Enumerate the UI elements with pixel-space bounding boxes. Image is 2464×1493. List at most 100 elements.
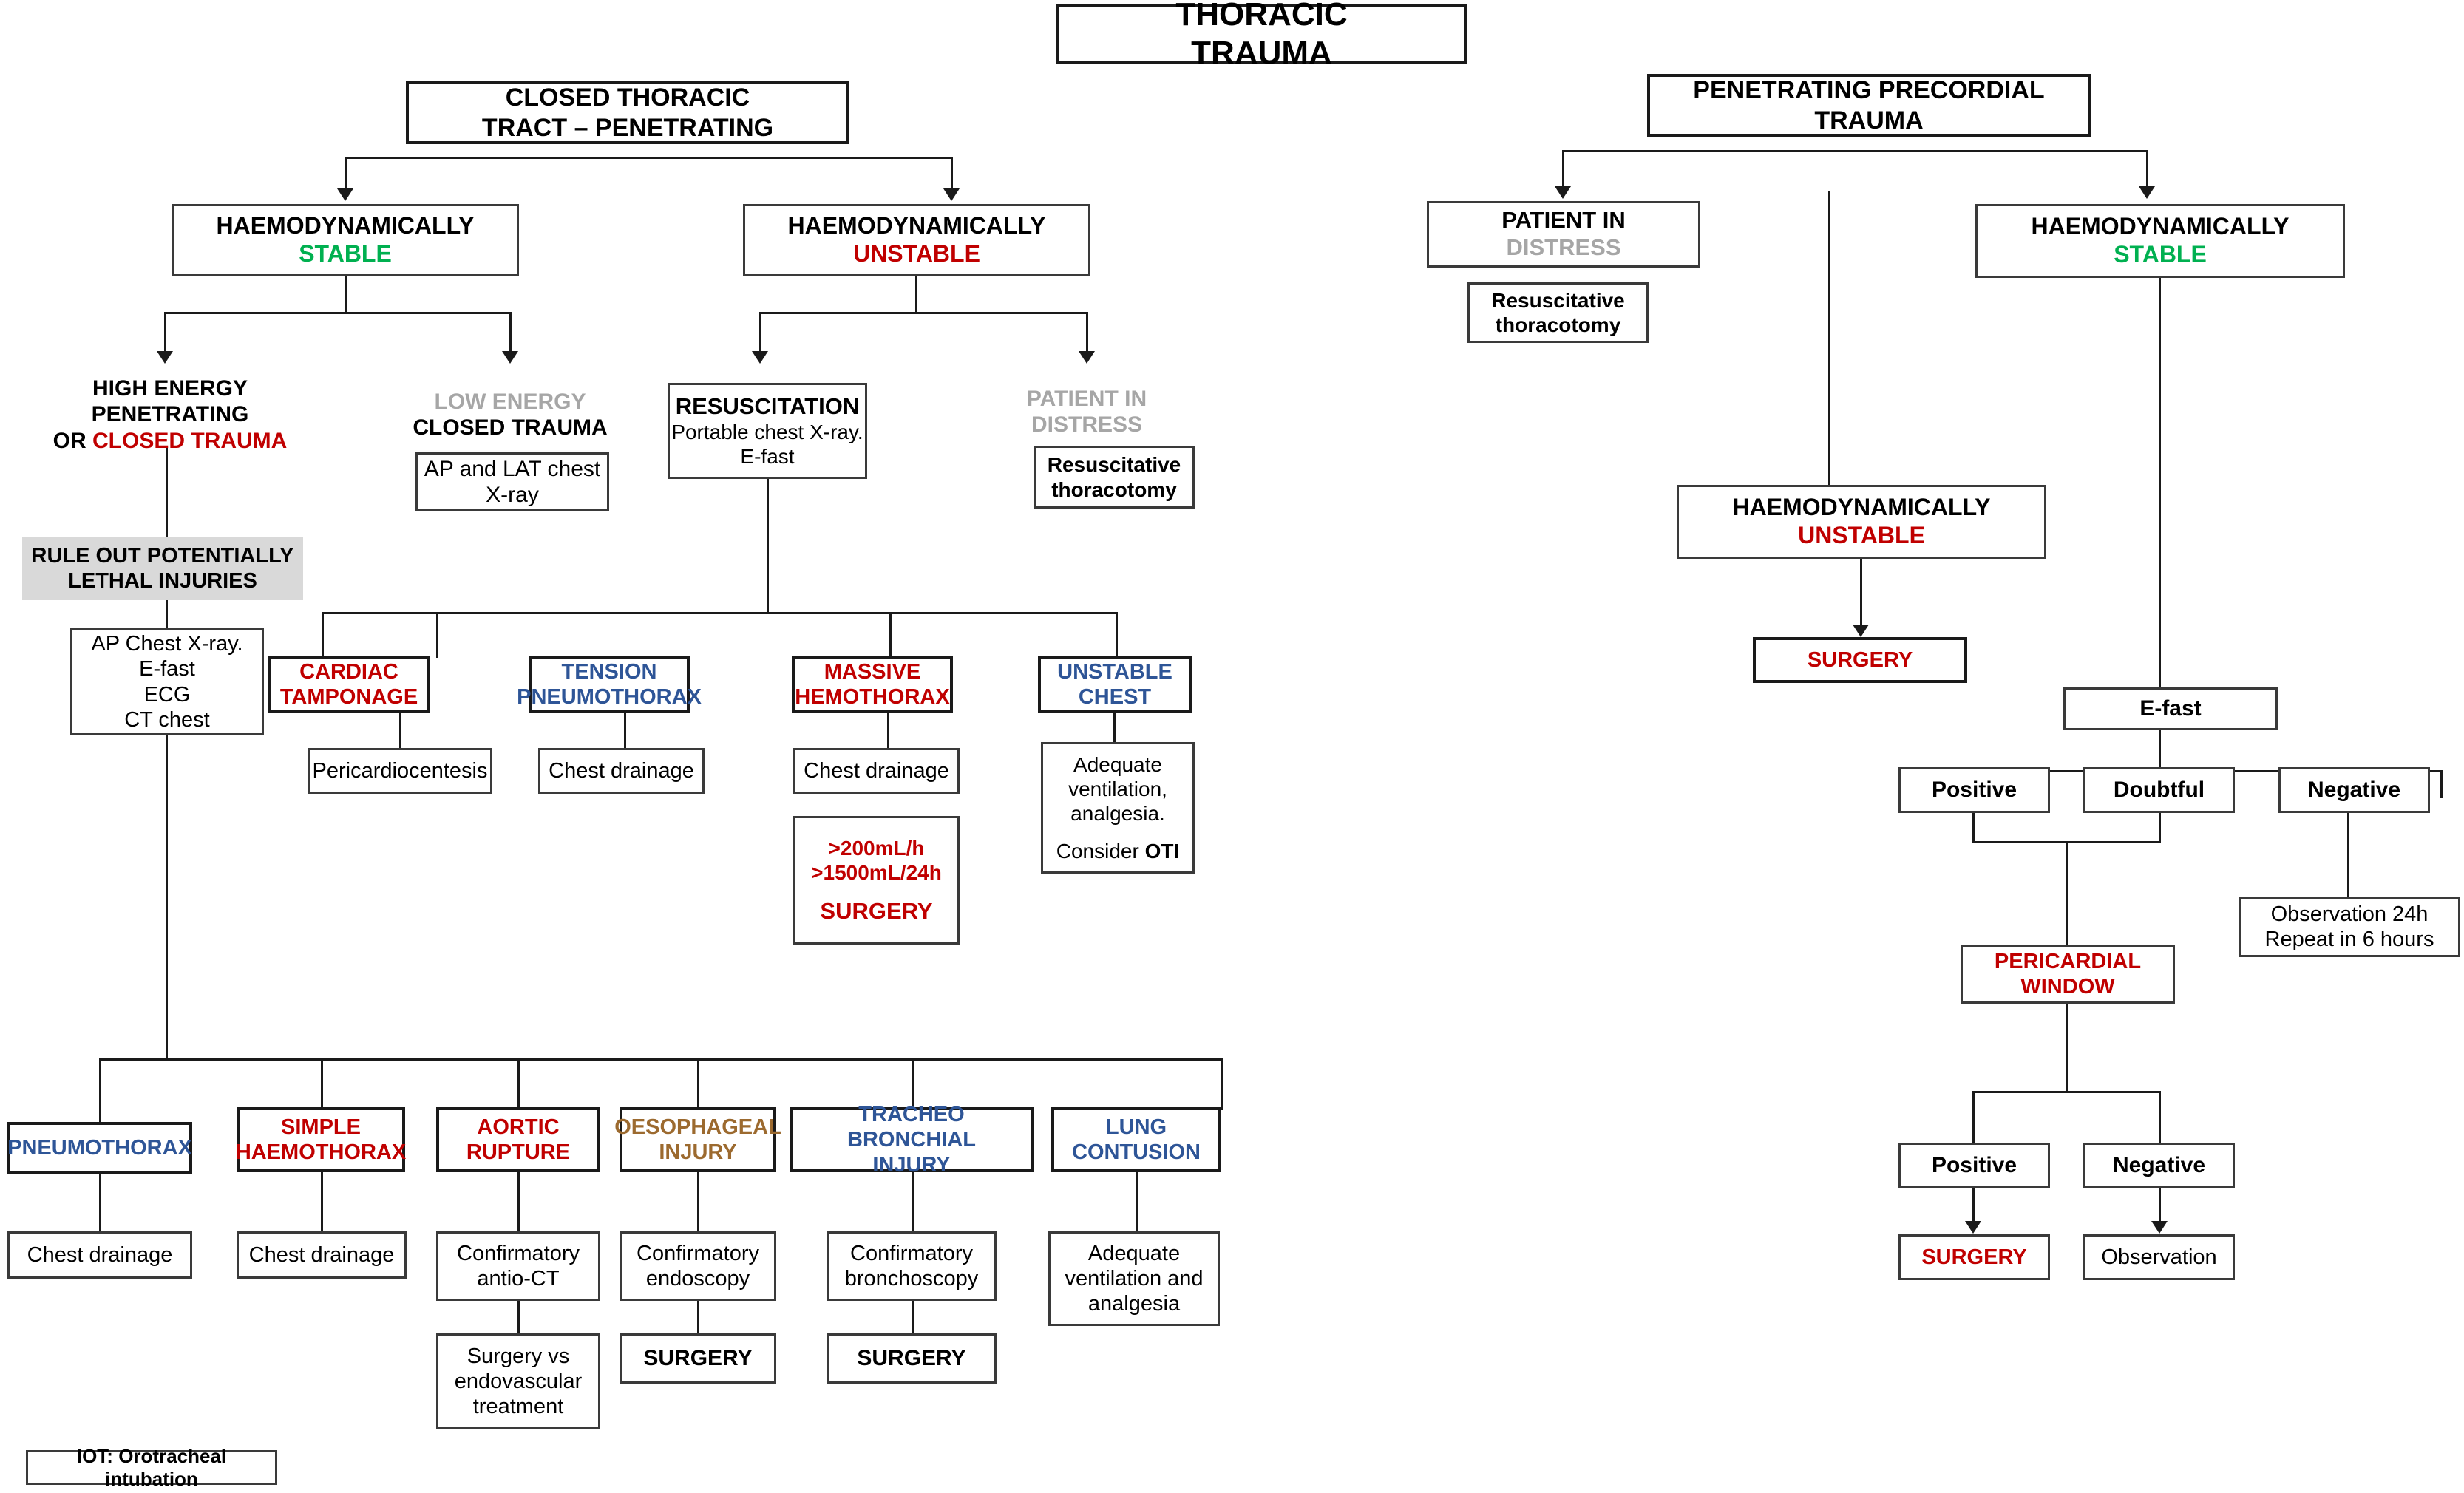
condition-box-cardiac-tamponage: CARDIAC TAMPONAGE xyxy=(268,656,430,713)
condition-line-1: CARDIAC xyxy=(299,659,398,684)
low-energy-line-1: LOW ENERGY xyxy=(434,389,586,414)
rule-out-line-1: RULE OUT POTENTIALLY xyxy=(31,543,294,568)
window-surgery-label: SURGERY xyxy=(1921,1245,2027,1269)
arrow-head xyxy=(1853,625,1869,637)
arrow-head xyxy=(943,188,960,201)
injury-line-2: HAEMOTHORAX xyxy=(235,1140,407,1164)
treatment-box-pericardiocentesis: Pericardiocentesis xyxy=(308,748,492,794)
left-unstable-line-2: UNSTABLE xyxy=(853,240,980,267)
connector xyxy=(624,713,626,749)
right-thoracotomy-line-1: Resuscitative xyxy=(1491,288,1625,312)
connector xyxy=(767,479,769,613)
injury-step-label: Confirmatory bronchoscopy xyxy=(844,1241,979,1290)
connector xyxy=(1113,713,1116,742)
arrow-head xyxy=(157,351,173,364)
rule-out-line-2: LETHAL INJURIES xyxy=(68,569,257,593)
connector xyxy=(2066,841,2068,946)
connector xyxy=(322,612,1118,614)
injury-line-2: RUPTURE xyxy=(466,1140,571,1164)
connector xyxy=(912,1172,914,1233)
high-energy-label: HIGH ENERGY PENETRATING OR CLOSED TRAUMA xyxy=(15,376,325,453)
window-observation-box: Observation xyxy=(2083,1234,2235,1280)
left-stable-line-1: HAEMODYNAMICALLY xyxy=(216,212,475,239)
low-energy-line-2: CLOSED TRAUMA xyxy=(413,415,608,440)
injury-step-label: Chest drainage xyxy=(248,1242,395,1267)
criteria-surgery: SURGERY xyxy=(820,897,933,924)
injury-step-label: Adequate ventilation and analgesia xyxy=(1065,1241,1204,1316)
connector xyxy=(912,1301,914,1335)
criteria-line-2: >1500mL/24h xyxy=(811,860,942,884)
workup-line-2: E-fast xyxy=(139,657,195,681)
left-root-line-1: CLOSED THORACIC xyxy=(505,84,750,112)
injury-line-1: OESOPHAGEAL xyxy=(614,1115,781,1139)
condition-box-unstable-chest: UNSTABLE CHEST xyxy=(1038,656,1192,713)
condition-line-1: MASSIVE xyxy=(824,659,921,684)
connector xyxy=(517,1301,520,1335)
right-unstable-line-2: UNSTABLE xyxy=(1798,522,1925,548)
injury-line-1: TRACHEO BRONCHIAL xyxy=(847,1102,976,1152)
connector xyxy=(99,1058,101,1123)
connector xyxy=(2440,770,2443,798)
treatment-label: Pericardiocentesis xyxy=(312,758,488,783)
high-energy-line-1: HIGH ENERGY PENETRATING xyxy=(91,375,249,427)
window-result-label: Positive xyxy=(1931,1153,2017,1178)
condition-box-massive-hemothorax: MASSIVE HEMOTHORAX xyxy=(792,656,953,713)
injury-step-box: SURGERY xyxy=(620,1333,776,1384)
connector xyxy=(1860,559,1862,633)
left-resuscitative-thoracotomy-box: Resuscitative thoracotomy xyxy=(1034,446,1195,509)
treatment-label: Chest drainage xyxy=(804,758,949,783)
injury-line-1: LUNG xyxy=(1105,1115,1167,1139)
connector xyxy=(2159,1188,2161,1230)
injury-box-lung-contusion: LUNG CONTUSION xyxy=(1051,1107,1221,1172)
injury-step-label: Chest drainage xyxy=(27,1242,173,1267)
pericardial-window-line-1: PERICARDIAL xyxy=(1994,949,2142,973)
injury-line-1: PNEUMOTHORAX xyxy=(7,1135,192,1160)
connector xyxy=(2159,278,2161,692)
workup-box: AP Chest X-ray. E-fast ECG CT chest xyxy=(70,628,264,735)
mgmt-consider-prefix: Consider xyxy=(1056,840,1145,863)
condition-line-2: PNEUMOTHORAX xyxy=(517,685,702,709)
ap-lat-line-2: X-ray xyxy=(486,483,539,507)
arrow-head xyxy=(1555,186,1571,199)
left-distress-line-1: PATIENT IN xyxy=(1026,386,1147,411)
connector xyxy=(759,312,1088,314)
arrow-head xyxy=(337,188,353,201)
right-unstable-box: HAEMODYNAMICALLY UNSTABLE xyxy=(1677,485,2046,559)
right-unstable-line-1: HAEMODYNAMICALLY xyxy=(1732,494,1991,521)
resuscitation-line-1: Portable chest X-ray. xyxy=(671,421,863,444)
connector xyxy=(399,713,401,749)
footnote-box: IOT: Orotracheal intubation xyxy=(26,1445,277,1490)
injury-step-box: Confirmatory bronchoscopy xyxy=(827,1231,997,1301)
pericardial-window-line-2: WINDOW xyxy=(2020,975,2115,999)
resuscitation-box: RESUSCITATION Portable chest X-ray. E-fa… xyxy=(668,383,867,479)
workup-line-1: AP Chest X-ray. xyxy=(91,632,243,656)
connector xyxy=(345,276,347,313)
connector xyxy=(951,157,953,194)
ap-lat-line-1: AP and LAT chest xyxy=(424,456,601,481)
connector xyxy=(1221,1058,1223,1110)
injury-line-1: AORTIC xyxy=(477,1115,560,1139)
injury-step-box: Surgery vs endovascular treatment xyxy=(436,1333,600,1429)
observation-line-2: Repeat in 6 hours xyxy=(2264,928,2434,951)
arrow-head xyxy=(502,351,518,364)
connector xyxy=(1828,191,1830,486)
right-stable-line-2: STABLE xyxy=(2114,241,2207,268)
left-stable-box: HAEMODYNAMICALLY STABLE xyxy=(172,204,519,276)
connector xyxy=(166,600,168,630)
resuscitation-title: RESUSCITATION xyxy=(675,392,860,419)
observation-24h-box: Observation 24h Repeat in 6 hours xyxy=(2239,897,2460,957)
efast-result-label: Negative xyxy=(2307,778,2401,803)
title-line-1: THORACIC xyxy=(1175,0,1348,33)
injury-box-pneumothorax: PNEUMOTHORAX xyxy=(7,1122,192,1174)
right-root-line-2: TRAUMA xyxy=(1814,106,1924,135)
left-unstable-box: HAEMODYNAMICALLY UNSTABLE xyxy=(743,204,1090,276)
connector xyxy=(164,312,166,356)
window-surgery-box: SURGERY xyxy=(1898,1234,2050,1280)
title-line-2: TRAUMA xyxy=(1191,34,1332,71)
right-surgery-label: SURGERY xyxy=(1807,647,1913,672)
right-stable-box: HAEMODYNAMICALLY STABLE xyxy=(1975,204,2345,278)
connector xyxy=(889,612,892,658)
window-result-label: Negative xyxy=(2112,1153,2206,1178)
resuscitation-line-2: E-fast xyxy=(740,445,795,469)
